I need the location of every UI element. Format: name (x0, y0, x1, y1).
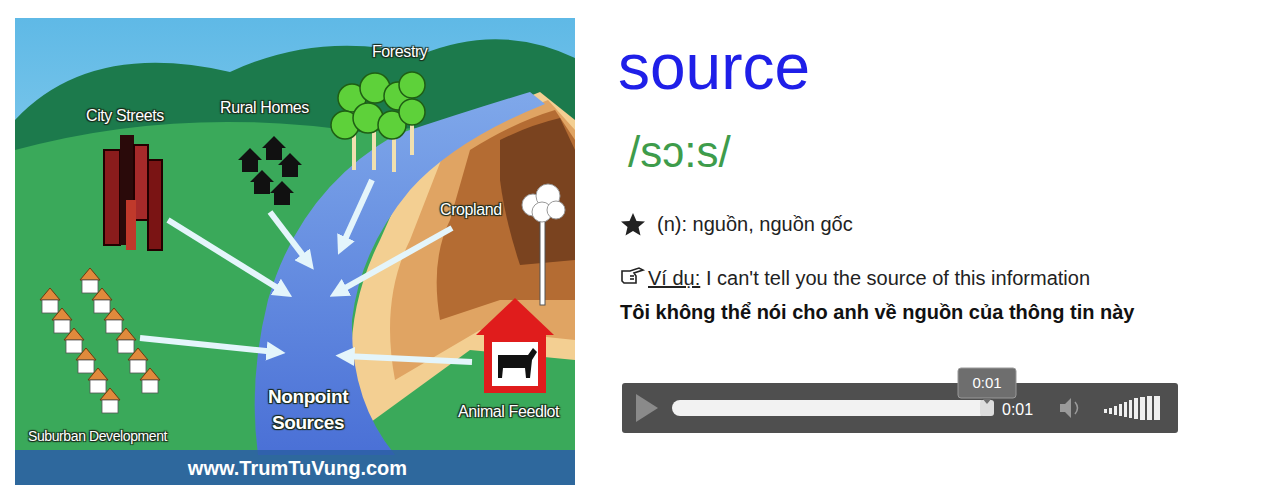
word-meaning: (n): nguồn, nguồn gốc (657, 212, 853, 236)
elapsed-time: 0:01 (1002, 400, 1033, 419)
source-label: Suburban Development (28, 428, 167, 445)
word-heading: source (618, 30, 810, 104)
star-icon (621, 213, 645, 236)
example-tag: Ví dụ: (648, 266, 700, 290)
flow-arrows (140, 180, 472, 362)
source-label: Cropland (440, 200, 502, 219)
source-label: Animal Feedlot (458, 402, 559, 421)
tooltip-time: 0:01 (966, 374, 1008, 392)
audio-player (622, 368, 1178, 433)
example-sentence: I can't tell you the source of this info… (706, 266, 1090, 290)
river-label: Nonpoint Sources (262, 384, 354, 435)
source-label: Forestry (372, 42, 427, 61)
watermark: www.TrumTuVung.com (160, 456, 435, 480)
nonpoint-picture (15, 18, 575, 485)
pointing-hand-icon (622, 268, 643, 283)
example-translation: Tôi không thể nói cho anh về nguồn của t… (620, 300, 1134, 324)
source-label: City Streets (86, 106, 164, 125)
phonetic: /sɔ:s/ (628, 126, 731, 179)
suburban-houses (15, 18, 160, 413)
source-label: Rural Homes (220, 98, 309, 117)
